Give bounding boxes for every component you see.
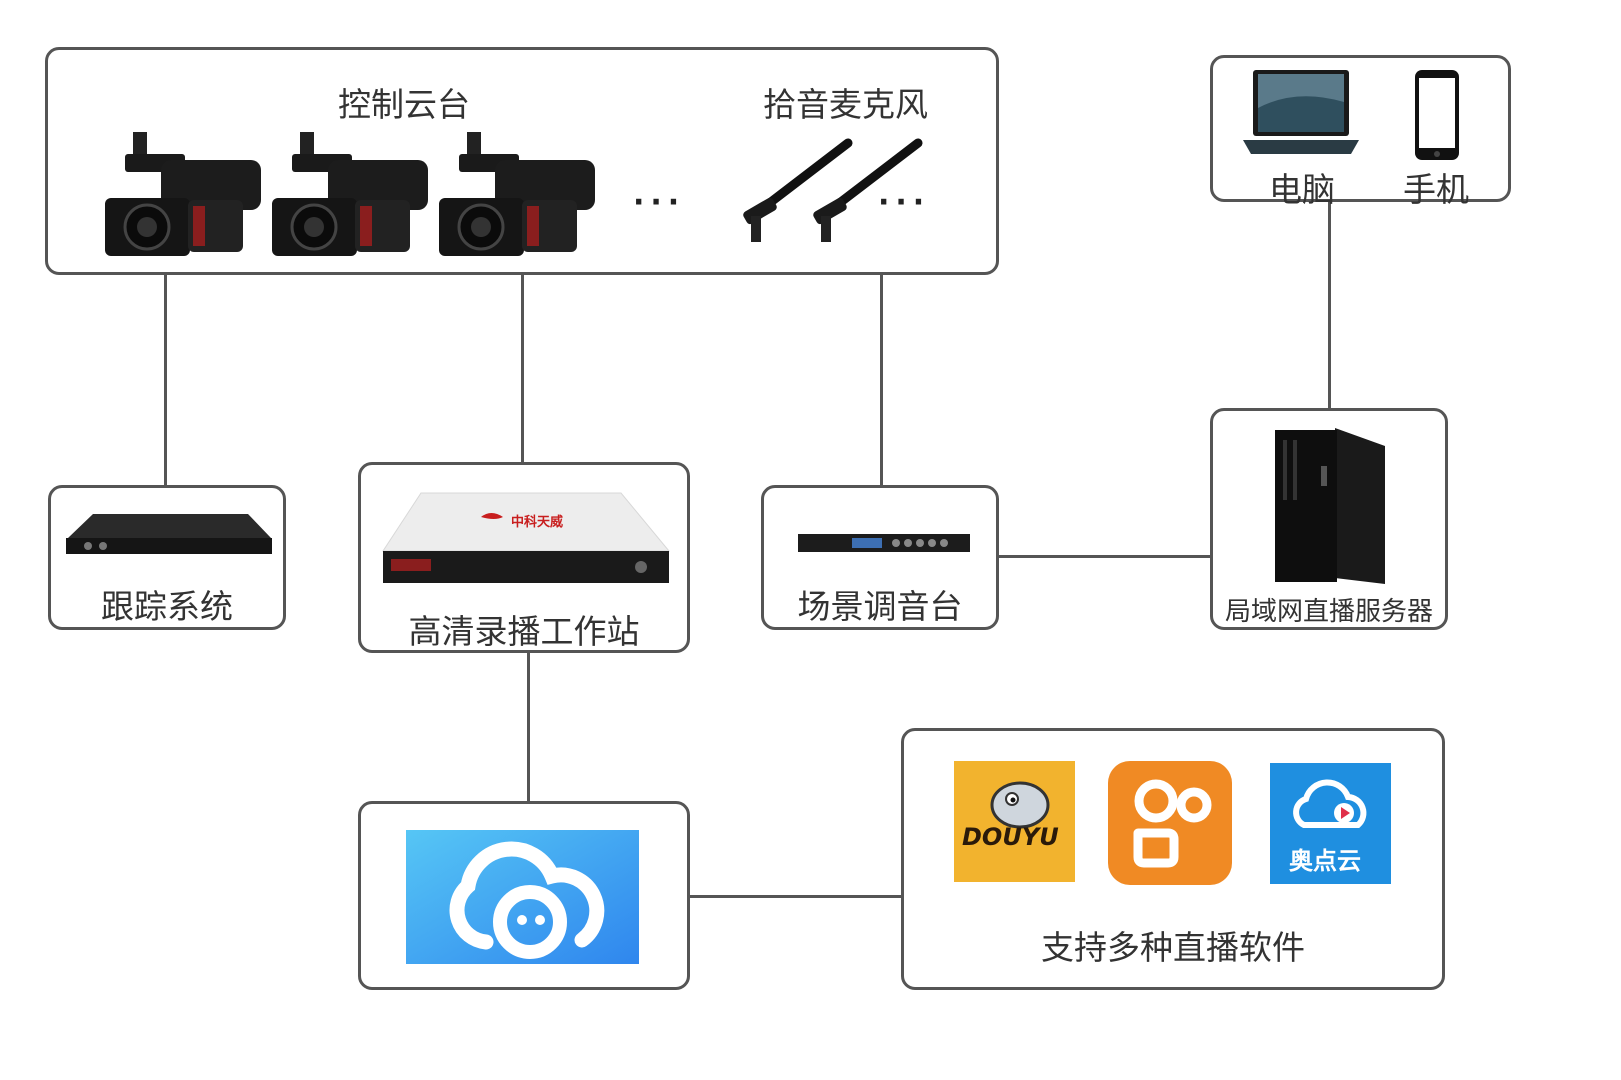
recording-workstation-box: 中科天威 高清录播工作站	[358, 462, 690, 653]
douyu-text: DOUYU	[962, 823, 1059, 851]
live-platforms-box: DOUYU 奥点云 支持多种直播软件	[901, 728, 1445, 990]
link-cloud-platforms	[690, 895, 901, 898]
mic-label: 拾音麦克风	[763, 85, 928, 124]
pc-label: 电脑	[1269, 170, 1335, 209]
tracking-system-label: 跟踪系统	[101, 587, 233, 626]
aodian-text: 奥点云	[1289, 847, 1361, 875]
tower-server-icon	[1275, 428, 1385, 584]
ptz-label: 控制云台	[338, 85, 470, 124]
link-top-mixer	[880, 275, 883, 485]
camera-icon	[105, 132, 261, 256]
cloud-logo-icon	[406, 830, 639, 964]
camera-icon	[272, 132, 428, 256]
lan-server-box: 局域网直播服务器	[1210, 408, 1448, 630]
link-top-tracking	[164, 275, 167, 485]
link-workstation-cloud	[527, 653, 530, 801]
scene-mixer-label: 场景调音台	[797, 587, 963, 626]
douyu-logo-icon	[954, 761, 1075, 882]
mixer-device-icon	[798, 534, 970, 552]
link-top-workstation	[521, 275, 524, 462]
live-platforms-label: 支持多种直播软件	[1041, 928, 1305, 967]
microphone-icon	[743, 138, 853, 242]
capture-devices-box: 控制云台 拾音麦克风 ···	[45, 47, 999, 275]
kuaishou-logo-icon	[1108, 761, 1232, 885]
link-mixer-server	[999, 555, 1210, 558]
workstation-label: 高清录播工作站	[408, 612, 640, 651]
cloud-platform-box	[358, 801, 690, 990]
more-cameras-ellipsis: ···	[633, 185, 686, 220]
camera-icon	[439, 132, 595, 256]
phone-label: 手机	[1403, 170, 1469, 209]
phone-icon	[1415, 70, 1459, 160]
laptop-icon	[1243, 70, 1359, 154]
tracking-system-box: 跟踪系统	[48, 485, 286, 630]
client-devices-box: 电脑 手机	[1210, 55, 1511, 209]
scene-mixer-box: 场景调音台	[761, 485, 999, 630]
lan-server-label: 局域网直播服务器	[1224, 597, 1433, 627]
workstation-device-icon	[382, 492, 671, 583]
workstation-brand: 中科天威	[511, 515, 564, 530]
aodian-cloud-logo-icon	[1270, 763, 1391, 884]
microphone-icon	[813, 138, 923, 242]
rack-unit-icon	[66, 514, 272, 554]
link-devices-server	[1328, 202, 1331, 408]
more-microphones-ellipsis: ···	[878, 185, 931, 220]
